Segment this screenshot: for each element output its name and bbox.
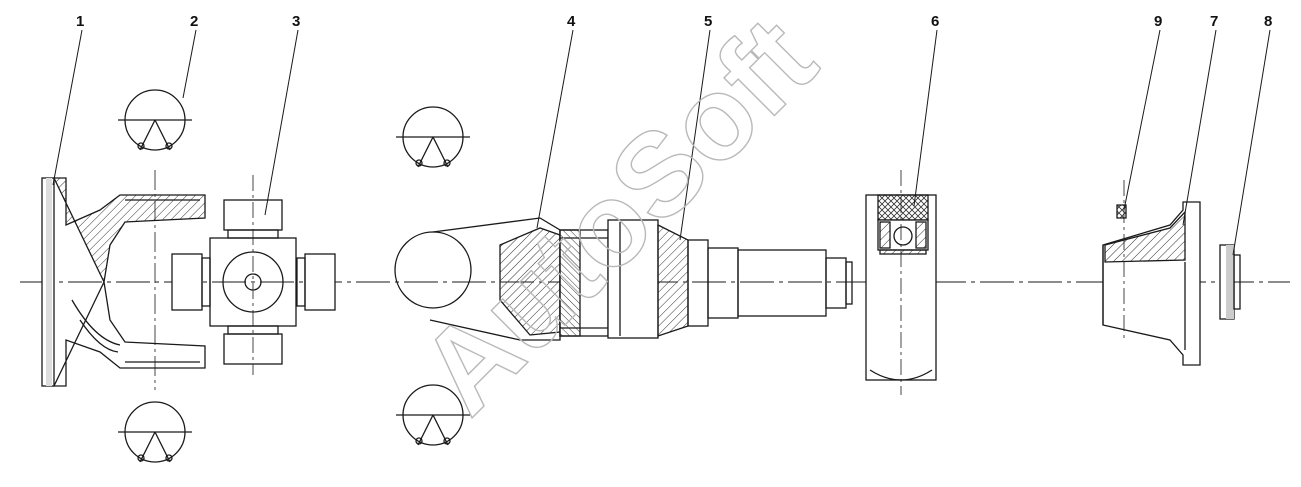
- universal-joint-cross: [171, 175, 336, 375]
- callout-numbers: 1 2 3 4 5 6 9 7 8: [76, 13, 1272, 30]
- snap-ring-top-middle: [396, 106, 470, 168]
- callout-3: 3: [292, 13, 300, 30]
- callout-6: 6: [931, 13, 939, 30]
- snap-ring-top-left: [118, 89, 192, 151]
- companion-flange-part: [1102, 180, 1201, 366]
- intermediate-bearing-support: [865, 170, 937, 395]
- callout-7: 7: [1210, 13, 1218, 30]
- snap-ring-bottom-left: [118, 401, 192, 463]
- callout-2: 2: [190, 13, 198, 30]
- watermark-text: AutoSoft: [395, 0, 841, 438]
- spline-shaft-part: [559, 219, 853, 339]
- snap-ring-bottom-middle: [396, 384, 470, 446]
- flange-yoke-part: [41, 170, 206, 390]
- callout-1: 1: [76, 13, 84, 30]
- callout-9: 9: [1154, 13, 1162, 30]
- callout-8: 8: [1264, 13, 1272, 30]
- leader-lines: [52, 29, 1271, 256]
- flange-nut-part: [1219, 244, 1241, 320]
- watermark: AutoSoft: [394, 0, 841, 439]
- callout-5: 5: [704, 13, 712, 30]
- callout-4: 4: [567, 13, 576, 30]
